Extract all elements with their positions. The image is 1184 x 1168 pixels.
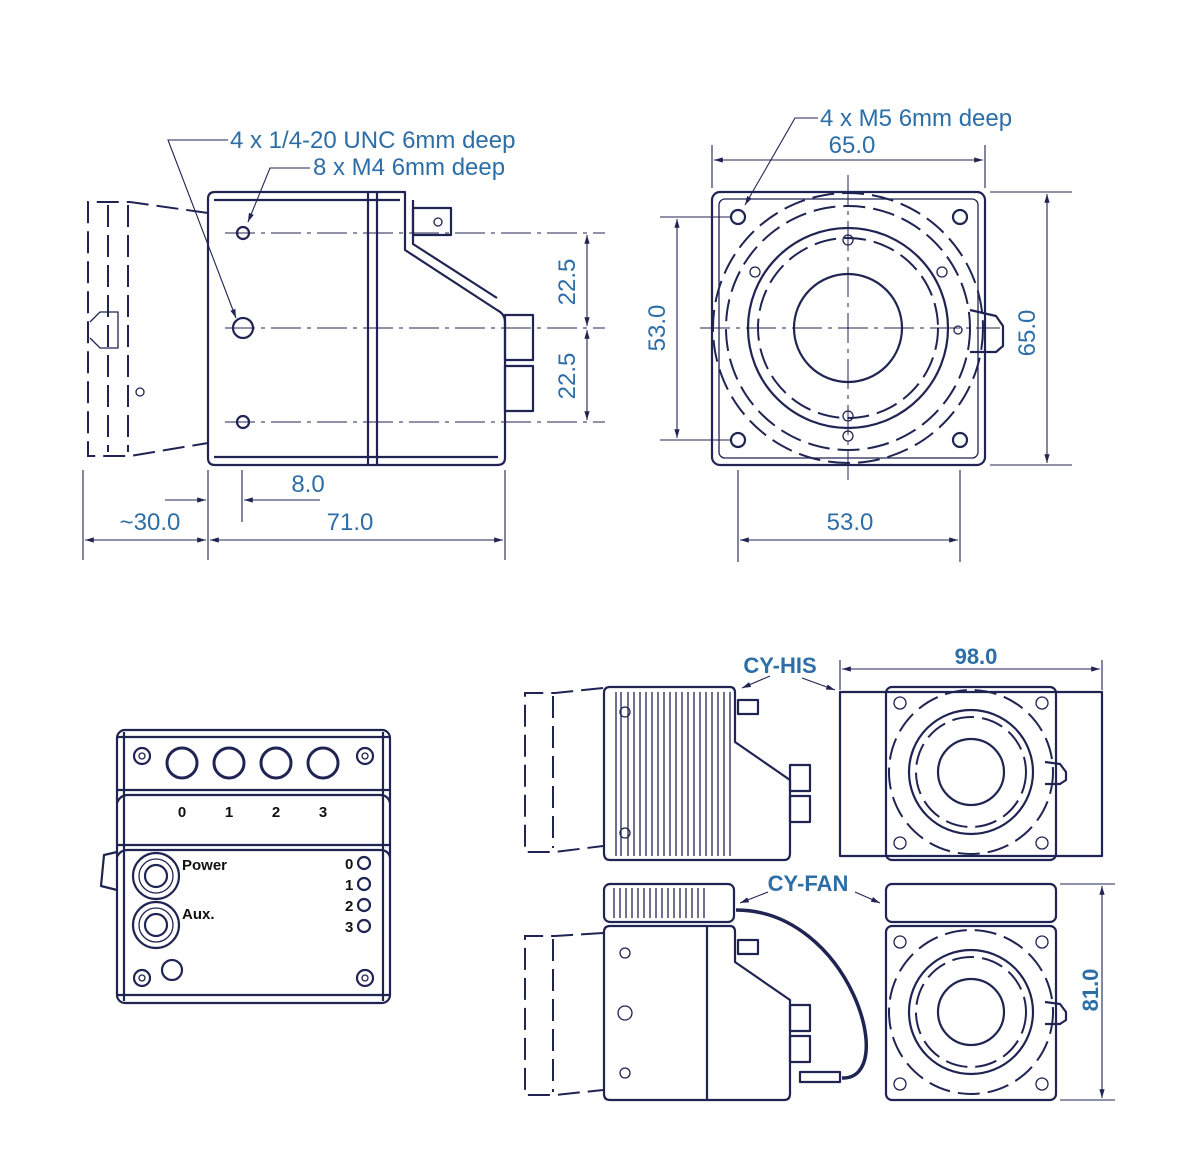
cy-his-side-view	[524, 685, 812, 862]
fan-unit	[602, 882, 736, 924]
dim-body-length: 71.0	[327, 509, 374, 536]
led-label: 1	[345, 877, 353, 894]
dim-hole-spacing-vertical: 53.0	[644, 305, 671, 352]
dim-upper: 22.5	[554, 259, 581, 306]
port-label: 0	[178, 804, 186, 821]
rear-panel: 0 1 2 3 Power Aux. 0 1 2 3	[99, 728, 392, 1005]
heatsink-fins	[615, 692, 731, 856]
power-label: Power	[182, 857, 227, 874]
thread-note-m4: 8 x M4 6mm deep	[313, 154, 505, 181]
cy-fan-height: 81.0	[1078, 969, 1103, 1012]
port-2-icon	[259, 746, 293, 780]
port-0-icon	[165, 746, 199, 780]
power-connector-icon	[131, 851, 181, 901]
cy-fan-label: CY-FAN	[768, 871, 849, 896]
dim-lens-length: ~30.0	[120, 509, 181, 536]
thread-note-unc: 4 x 1/4-20 UNC 6mm deep	[230, 127, 515, 154]
port-1-icon	[212, 746, 246, 780]
dim-lower: 22.5	[554, 353, 581, 400]
port-label: 1	[225, 804, 233, 821]
fan-fins	[613, 888, 705, 918]
led-label: 2	[345, 898, 353, 915]
dim-offset: 8.0	[291, 471, 324, 498]
dim-bottom-width: 53.0	[827, 509, 874, 536]
aux-label: Aux.	[182, 906, 215, 923]
dim-top-width: 65.0	[829, 132, 876, 159]
aux-connector-icon	[131, 900, 181, 950]
lens-housing	[87, 201, 209, 457]
camera-body	[206, 190, 605, 467]
port-label: 2	[272, 804, 280, 821]
port-3-icon	[306, 746, 340, 780]
fan-cable	[735, 908, 868, 1080]
cy-his-label: CY-HIS	[743, 653, 816, 678]
port-label: 3	[319, 804, 327, 821]
led-2-icon	[356, 897, 372, 913]
led-1-icon	[356, 876, 372, 892]
side-view: 4 x 1/4-20 UNC 6mm deep 8 x M4 6mm deep …	[82, 127, 605, 560]
led-3-icon	[356, 918, 372, 934]
cy-fan-front-view	[884, 882, 1068, 1102]
front-view: 4 x M5 6mm deep 65.0 53.0 65.0 53.0	[644, 105, 1072, 562]
led-label: 0	[345, 856, 353, 873]
led-0-icon	[356, 855, 372, 871]
cy-his-width: 98.0	[955, 644, 998, 669]
cy-fan-side-view	[524, 882, 868, 1102]
dim-right-height: 65.0	[1014, 310, 1041, 357]
thread-note-m5: 4 x M5 6mm deep	[820, 105, 1012, 132]
cy-his-front-view	[838, 685, 1104, 862]
led-label: 3	[345, 919, 353, 936]
